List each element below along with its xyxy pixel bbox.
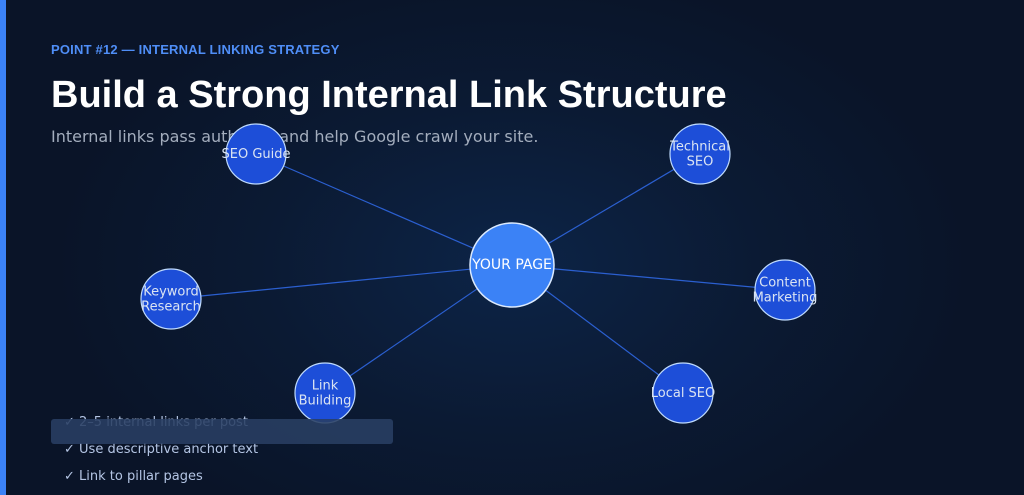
eyebrow-label: POINT #12 — INTERNAL LINKING STRATEGY bbox=[51, 42, 340, 57]
checklist-item: ✓ Link to pillar pages bbox=[64, 469, 203, 484]
node-circle bbox=[140, 268, 202, 330]
highlight-bar bbox=[51, 419, 393, 444]
node-label: Content bbox=[759, 276, 811, 291]
connector-content-marketing bbox=[511, 264, 786, 291]
node-label: SEO Guide bbox=[221, 147, 290, 162]
page-subtitle: Internal links pass authority and help G… bbox=[51, 127, 539, 146]
node-label: SEO bbox=[687, 155, 714, 170]
node-seo-guide: SEO Guide bbox=[221, 123, 291, 185]
connector-keyword-research bbox=[170, 264, 513, 300]
accent-bar bbox=[0, 0, 6, 495]
connector-seo-guide bbox=[255, 153, 513, 266]
node-label: Keyword bbox=[143, 285, 199, 300]
node-circle bbox=[225, 123, 287, 185]
page-title: Build a Strong Internal Link Structure bbox=[51, 74, 727, 116]
hub-label: YOUR PAGE bbox=[471, 257, 552, 273]
node-circle bbox=[669, 123, 731, 185]
node-label: Research bbox=[141, 300, 201, 315]
node-label: Technical bbox=[669, 140, 730, 155]
node-circle bbox=[754, 259, 816, 321]
checklist-item: ✓ Use descriptive anchor text bbox=[64, 442, 259, 457]
hub-node: YOUR PAGE bbox=[469, 222, 555, 308]
node-circle bbox=[652, 362, 714, 424]
node-label: Marketing bbox=[753, 291, 818, 306]
hub-circle bbox=[469, 222, 555, 308]
node-label: Local SEO bbox=[651, 386, 716, 401]
node-label: Link bbox=[312, 379, 339, 394]
node-label: Building bbox=[299, 394, 352, 409]
node-local-seo: Local SEO bbox=[651, 362, 716, 424]
